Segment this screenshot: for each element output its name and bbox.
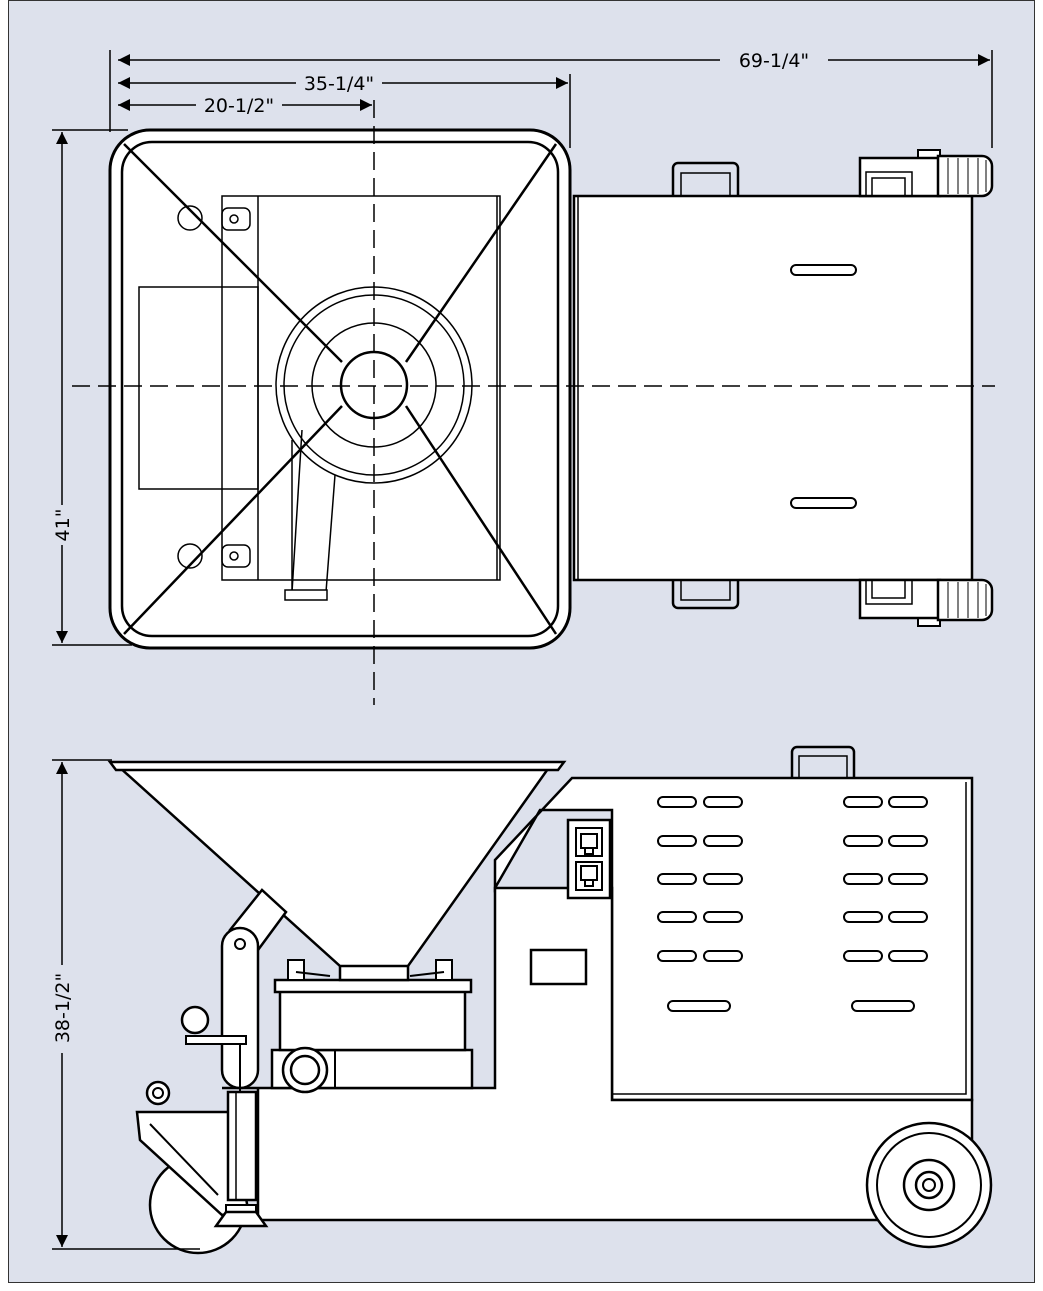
bolt-top [177, 205, 251, 231]
dim-hopper-center: 20-1/2" [204, 95, 274, 117]
switch-panel [566, 818, 612, 900]
dim-overall-length: 69-1/4" [739, 50, 809, 72]
dim-hopper-width: 35-1/4" [304, 73, 374, 95]
motor-block [138, 286, 259, 490]
hopper-cone [114, 764, 553, 968]
vents [657, 796, 928, 1012]
hopper-lip [107, 760, 567, 772]
wheel-top-right [858, 149, 994, 198]
dim-overall-width: 41" [52, 509, 74, 542]
pump-housing [270, 959, 474, 1094]
pump-frame [221, 195, 501, 581]
bolt-bottom [177, 543, 251, 569]
cart-body-top [572, 194, 974, 582]
label-plate [529, 948, 588, 986]
wheel-bottom-right [858, 578, 994, 627]
hopper-inner [120, 140, 560, 638]
dim-overall-height: 38-1/2" [52, 973, 74, 1043]
side-view [107, 745, 993, 1255]
rear-wheel [865, 1121, 993, 1249]
top-view [72, 100, 995, 705]
